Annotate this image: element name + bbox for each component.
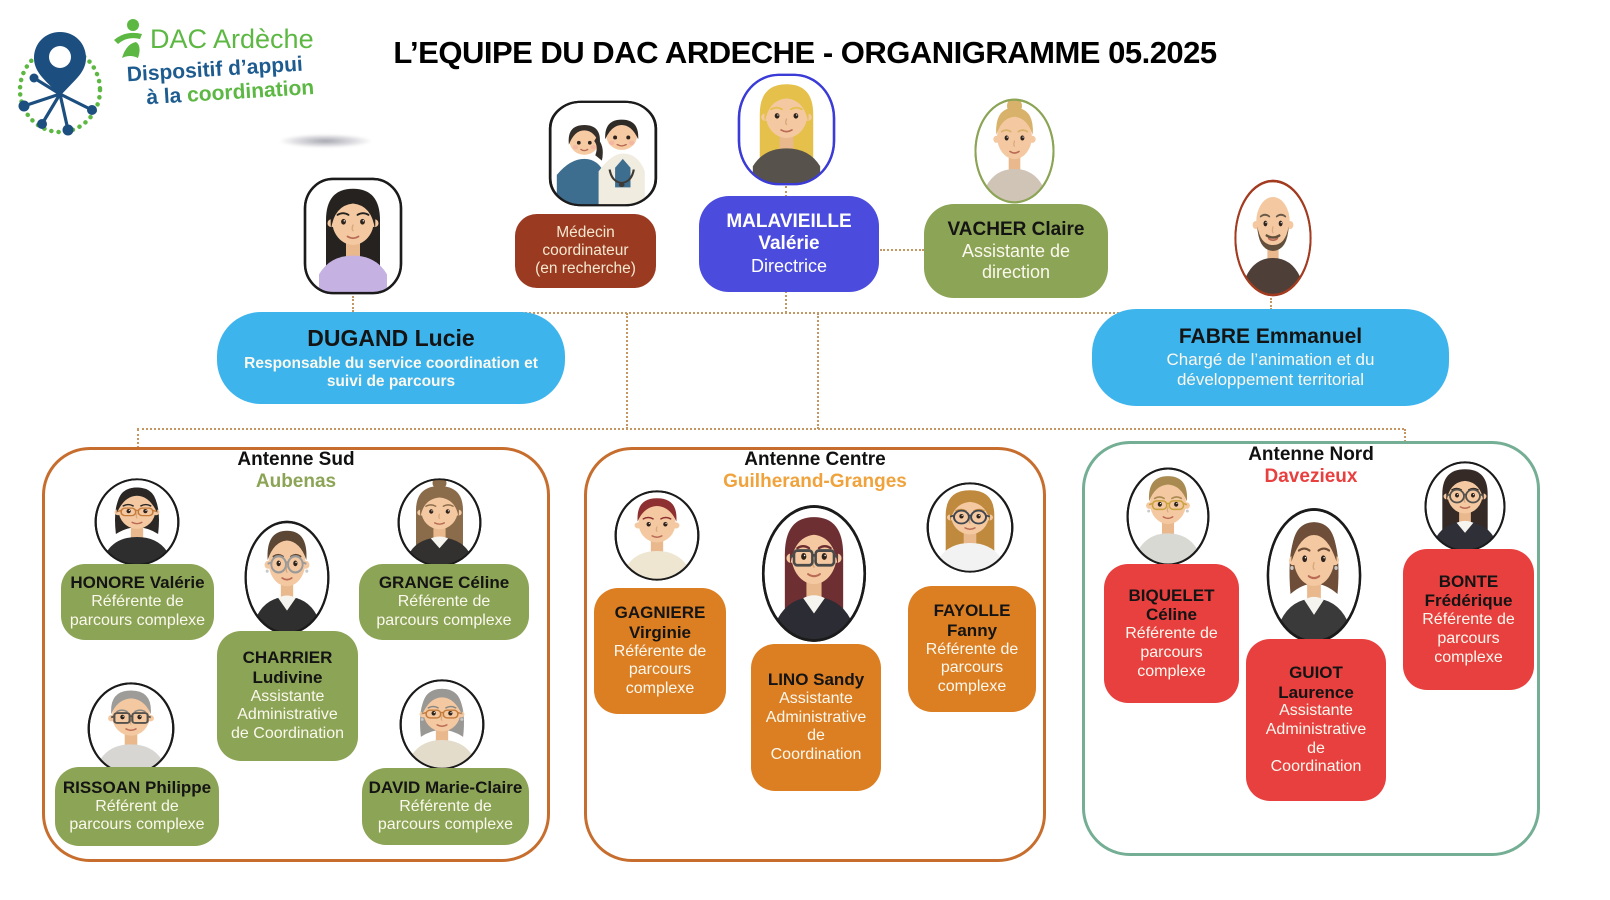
person-name: LINO Sandy — [767, 670, 865, 690]
avatar-guiot — [1265, 506, 1363, 645]
connector-fabre-avatar — [1270, 298, 1272, 310]
avatar-dugand — [303, 177, 403, 295]
person-role: Directrice — [750, 255, 827, 276]
avatar-fabre — [1233, 178, 1313, 298]
avatar-rissoan — [86, 681, 176, 776]
antenne-sud-title: Antenne Sud — [237, 449, 355, 470]
antenne-centre-container — [584, 447, 1046, 862]
avatar-david — [398, 678, 486, 771]
avatar-honore — [93, 477, 181, 567]
connector-antenne-sud — [137, 429, 139, 448]
avatar-malavieille — [737, 73, 836, 186]
avatar-vacher — [973, 97, 1056, 205]
network-pin-logo — [17, 32, 103, 136]
avatar-lino — [760, 503, 868, 644]
connector-level1 — [352, 312, 1271, 314]
card-fabre: FABRE Emmanuel Chargé de l’animation et … — [1092, 309, 1449, 406]
logo-shadow — [278, 134, 373, 148]
connector-malavieille-down — [785, 291, 787, 313]
connector-malavieille-avatar — [785, 186, 787, 197]
avatar-bonte — [1423, 460, 1507, 553]
connector-dugand-avatar — [352, 296, 354, 312]
avatar-grange — [396, 477, 483, 568]
connector-antenne-nord — [1404, 429, 1406, 442]
connector-malavieille-vacher — [880, 249, 924, 251]
connector-level2 — [137, 428, 1404, 430]
antenne-sud-subtitle: Aubenas — [255, 471, 337, 492]
avatar-charrier — [243, 519, 331, 636]
connector-drop-right — [817, 313, 819, 429]
person-icon — [114, 19, 142, 58]
avatar-gagniere — [613, 489, 701, 582]
avatar-biquelet — [1125, 466, 1211, 567]
person-name: RISSOAN Philippe — [62, 777, 212, 797]
page-title: L’EQUIPE DU DAC ARDECHE - ORGANIGRAMME 0… — [393, 34, 1217, 70]
person-name: VACHER Claire — [947, 218, 1085, 240]
person-name: DUGAND Lucie — [307, 325, 475, 352]
person-name: HONORE Valérie — [70, 573, 205, 593]
brand-name: DAC Ardèche — [150, 23, 314, 54]
antenne-sud-container — [42, 447, 550, 862]
antenne-centre-title: Antenne Centre — [744, 449, 886, 470]
person-name: FABRE Emmanuel — [1178, 324, 1363, 348]
avatar-medecin-coordinateur — [548, 100, 658, 207]
person-name: DAVID Marie-Claire — [368, 777, 523, 797]
antenne-nord-title: Antenne Nord — [1248, 444, 1374, 465]
avatar-fayolle — [925, 481, 1015, 574]
brand-row: DAC Ardèche — [112, 18, 314, 60]
antenne-centre-subtitle: Guilherand-Granges — [723, 471, 907, 492]
connector-drop-left — [626, 313, 628, 429]
antenne-nord-container — [1082, 441, 1540, 856]
person-name: GRANGE Céline — [378, 573, 510, 593]
card-dugand: DUGAND Lucie Responsable du service coor… — [217, 312, 565, 404]
antenne-nord-subtitle: Davezieux — [1264, 466, 1358, 487]
